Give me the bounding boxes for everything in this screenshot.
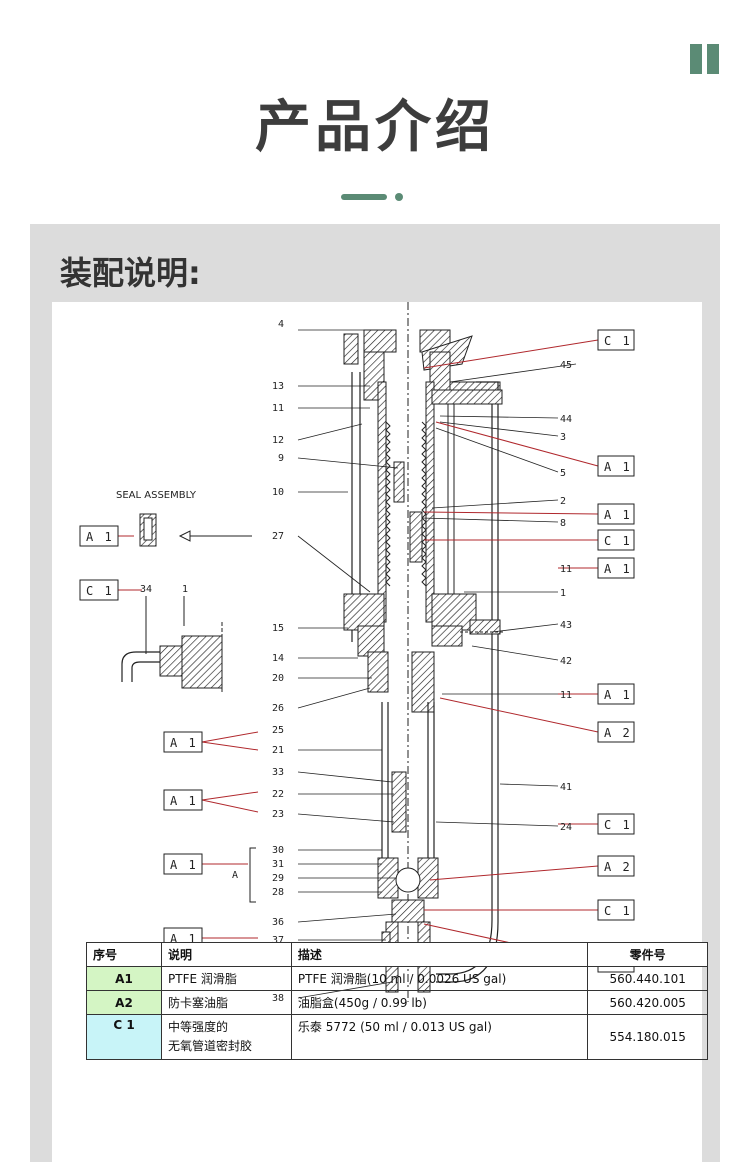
row-code: A2 <box>86 990 162 1015</box>
callout-c1: C 1 <box>604 818 632 832</box>
callout-a1: A 1 <box>604 562 632 576</box>
assembly-panel: 装配说明: <box>30 224 720 1162</box>
materials-table: 序号 说明 描述 零件号 A1 PTFE 润滑脂 PTFE 润滑脂(10 ml … <box>86 942 708 1060</box>
row-detail: PTFE 润滑脂(10 ml / 0.0026 US gal) <box>290 966 589 991</box>
row-desc: 中等强度的 无氧管道密封胶 <box>161 1014 292 1060</box>
callout-a1: A 1 <box>86 530 114 544</box>
table-row: A1 PTFE 润滑脂 PTFE 润滑脂(10 ml / 0.0026 US g… <box>86 966 708 991</box>
part-label-1: 1 <box>560 588 566 599</box>
seal-assembly-label: SEAL ASSEMBLY <box>116 490 197 501</box>
section-title: 装配说明: <box>60 254 201 292</box>
part-label-2: 2 <box>560 496 566 507</box>
part-label-33: 33 <box>272 767 284 778</box>
part-label-11c: 11 <box>560 690 572 701</box>
row-detail: 乐泰 5772 (50 ml / 0.013 US gal) <box>290 1014 589 1060</box>
corner-mark-icon <box>690 44 720 74</box>
part-label-42: 42 <box>560 656 572 667</box>
part-label-28: 28 <box>272 887 284 898</box>
callout-a2: A 2 <box>604 726 632 740</box>
header-part-number: 零件号 <box>587 942 708 967</box>
page-title: 产品介绍 <box>255 95 495 160</box>
part-label-26: 26 <box>272 703 284 714</box>
part-label-5: 5 <box>560 468 566 479</box>
callout-a1: A 1 <box>604 688 632 702</box>
callout-a2: A 2 <box>604 860 632 874</box>
part-label-23: 23 <box>272 809 284 820</box>
callout-c1: C 1 <box>604 334 632 348</box>
row-part: 554.180.015 <box>587 1014 708 1060</box>
header-description: 说明 <box>161 942 292 967</box>
part-label-37: 37 <box>272 935 284 946</box>
callout-a1: A 1 <box>604 508 632 522</box>
row-code: A1 <box>86 966 162 991</box>
table-row: A2 防卡塞油脂 油脂盒(450g / 0.99 lb) 560.420.005 <box>86 990 708 1015</box>
callout-a1: A 1 <box>170 794 198 808</box>
title-divider <box>341 191 411 203</box>
inset-label-34: 34 <box>140 584 152 595</box>
callout-c1: C 1 <box>604 534 632 548</box>
part-label-3: 3 <box>560 432 566 443</box>
part-label-30: 30 <box>272 845 284 856</box>
part-label-13: 13 <box>272 381 284 392</box>
part-label-31: 31 <box>272 859 284 870</box>
part-label-29: 29 <box>272 873 284 884</box>
part-label-20: 20 <box>272 673 284 684</box>
row-desc: PTFE 润滑脂 <box>161 966 292 991</box>
header-detail: 描述 <box>290 942 589 967</box>
table-row: C 1 中等强度的 无氧管道密封胶 乐泰 5772 (50 ml / 0.013… <box>86 1014 708 1060</box>
part-label-8: 8 <box>560 518 566 529</box>
part-label-25: 25 <box>272 725 284 736</box>
callout-a1: A 1 <box>170 736 198 750</box>
callout-a1: A 1 <box>170 858 198 872</box>
row-part: 560.440.101 <box>587 966 708 991</box>
part-label-10: 10 <box>272 487 284 498</box>
part-label-14: 14 <box>272 653 284 664</box>
callout-a1: A 1 <box>604 460 632 474</box>
row-code: C 1 <box>86 1014 162 1060</box>
part-label-15: 15 <box>272 623 284 634</box>
part-label-43: 43 <box>560 620 572 631</box>
row-detail: 油脂盒(450g / 0.99 lb) <box>290 990 589 1015</box>
part-label-4: 4 <box>278 319 284 330</box>
row-desc-line1: 中等强度的 <box>168 1020 229 1034</box>
part-label-12: 12 <box>272 435 284 446</box>
group-label: A <box>232 870 238 881</box>
row-desc: 防卡塞油脂 <box>161 990 292 1015</box>
part-label-44: 44 <box>560 414 572 425</box>
part-label-27: 27 <box>272 531 284 542</box>
row-part: 560.420.005 <box>587 990 708 1015</box>
row-desc-line2: 无氧管道密封胶 <box>168 1039 253 1053</box>
inset-label-1: 1 <box>182 584 188 595</box>
part-label-41: 41 <box>560 782 572 793</box>
part-label-21: 21 <box>272 745 284 756</box>
part-label-24: 24 <box>560 822 572 833</box>
part-label-11: 11 <box>272 403 284 414</box>
callout-c1: C 1 <box>86 584 114 598</box>
header-index: 序号 <box>86 942 162 967</box>
part-label-36: 36 <box>272 917 284 928</box>
part-label-11b: 11 <box>560 564 572 575</box>
part-label-9: 9 <box>278 453 284 464</box>
inlet-inset <box>121 596 223 694</box>
part-label-45: 45 <box>560 360 572 371</box>
table-header-row: 序号 说明 描述 零件号 <box>86 942 708 967</box>
callout-c1: C 1 <box>604 904 632 918</box>
part-label-22: 22 <box>272 789 284 800</box>
